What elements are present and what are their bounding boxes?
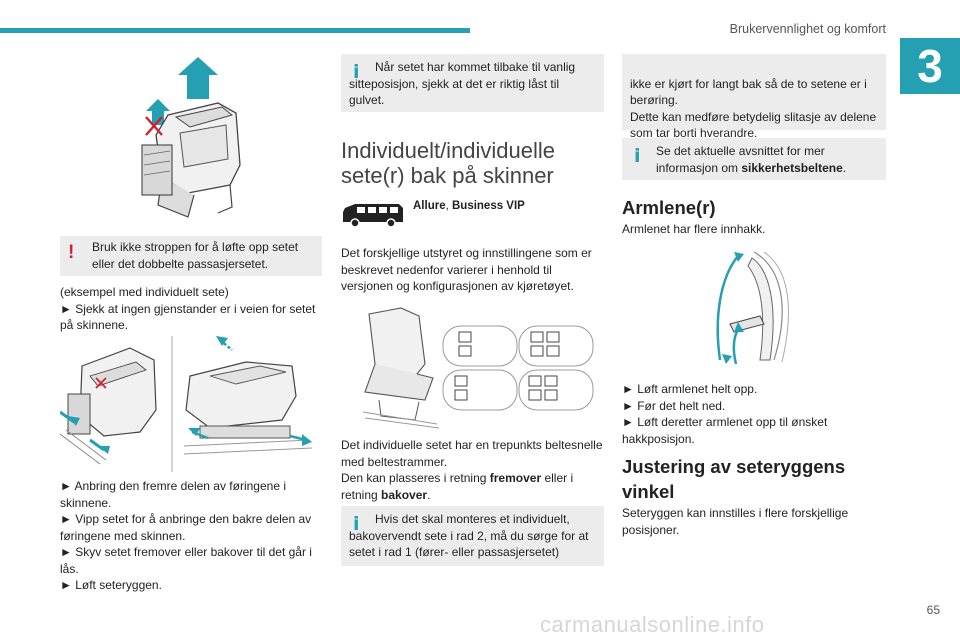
version-allure: Allure <box>413 200 446 212</box>
version-separator: , <box>445 200 452 212</box>
step-item: ► Løft seteryggen. <box>60 578 162 592</box>
watermark: carmanualsonline.info <box>540 612 765 637</box>
config-paragraph: Det forskjellige utstyret og innstilling… <box>341 246 592 293</box>
intro-text: (eksempel med individuelt sete) ► Sjekk … <box>60 284 324 334</box>
armrest-intro: Armlenet har flere innhakk. <box>622 222 766 236</box>
direction-backward: bakover <box>381 487 428 502</box>
intro-line: (eksempel med individuelt sete) <box>60 285 229 299</box>
section-heading: Individuelt/individuelle sete(r) bak på … <box>341 138 556 188</box>
armrest-steps: ► Løft armlenet helt opp. ► Før det helt… <box>622 381 886 447</box>
header-accent-bar <box>0 28 470 33</box>
info-note-belts-text: Se det aktuelle avsnittet for mer inform… <box>656 143 878 176</box>
version-business-vip: Business VIP <box>451 200 525 212</box>
warning-note: ! Bruk ikke stroppen for å løfte opp set… <box>60 236 322 276</box>
armrest-step: ► Før det helt ned. <box>622 398 726 413</box>
direction-line: Den kan plasseres i retning fremover ell… <box>341 470 603 503</box>
direction-text: eller i retning <box>341 471 574 502</box>
direction-text: . <box>427 487 431 502</box>
backrest-text: Seteryggen kan innstilles i flere forskj… <box>622 506 849 537</box>
step-item: ► Skyv setet fremover eller bakover til … <box>60 545 312 576</box>
page-number: 65 <box>926 603 940 617</box>
van-icon <box>343 204 403 228</box>
continued-note-text: ikke er kjørt for langt bak så de to set… <box>630 76 877 141</box>
seat-rail-illustration <box>60 336 313 472</box>
belt-paragraph: Det individuelle setet har en trepunkts … <box>341 437 603 503</box>
step-item: ► Vipp setet for å anbringe den bakre de… <box>60 512 312 543</box>
seat-lift-illustration <box>141 57 241 218</box>
info-note-belts: ⅰ Se det aktuelle avsnittet for mer info… <box>622 138 886 180</box>
info-belts-bold: sikkerhetsbeltene <box>741 160 843 175</box>
info-belts-end: . <box>842 160 847 175</box>
section-title: Brukervennlighet og komfort <box>729 22 886 36</box>
continued-note: ikke er kjørt for langt bak så de to set… <box>622 54 886 140</box>
info-belts-text: Se det aktuelle avsnittet for mer inform… <box>656 144 825 175</box>
version-label: Allure, Business VIP <box>413 198 525 215</box>
info-note-rear-facing: ⅰ Hvis det skal monteres et individuelt,… <box>341 506 604 566</box>
direction-text: Den kan plasseres i retning <box>341 471 490 485</box>
info-icon: ⅰ <box>353 513 360 535</box>
armrest-step: ► Løft deretter armlenet opp til ønsket … <box>622 415 828 446</box>
armrest-heading: Armlene(r) <box>622 197 716 218</box>
intro-line: ► Sjekk at ingen gjenstander er i veien … <box>60 301 316 333</box>
info-note-lock: ⅰ Når setet har kommet tilbake til vanli… <box>341 54 604 112</box>
steps-list: ► Anbring den fremre delen av føringene … <box>60 478 324 594</box>
step-item: ► Anbring den fremre delen av føringene … <box>60 479 287 510</box>
exclamation-icon: ! <box>68 242 75 263</box>
info-icon: ⅰ <box>634 145 641 167</box>
armrest-illustration <box>716 251 789 365</box>
info-icon: ⅰ <box>353 61 360 83</box>
info-note-text: Hvis det skal monteres et individuelt, b… <box>349 512 589 559</box>
chapter-tab: 3 <box>900 38 960 94</box>
info-note-text: Når setet har kommet tilbake til vanlig … <box>349 60 576 107</box>
warning-text: Bruk ikke stroppen for å løfte opp setet… <box>92 240 299 271</box>
belt-line: Det individuelle setet har en trepunkts … <box>341 438 603 469</box>
direction-forward: fremover <box>489 471 542 485</box>
backrest-heading: Justering av seteryggens vinkel <box>622 456 846 502</box>
armrest-step: ► Løft armlenet helt opp. <box>622 382 758 396</box>
seat-configuration-illustration <box>362 307 594 429</box>
